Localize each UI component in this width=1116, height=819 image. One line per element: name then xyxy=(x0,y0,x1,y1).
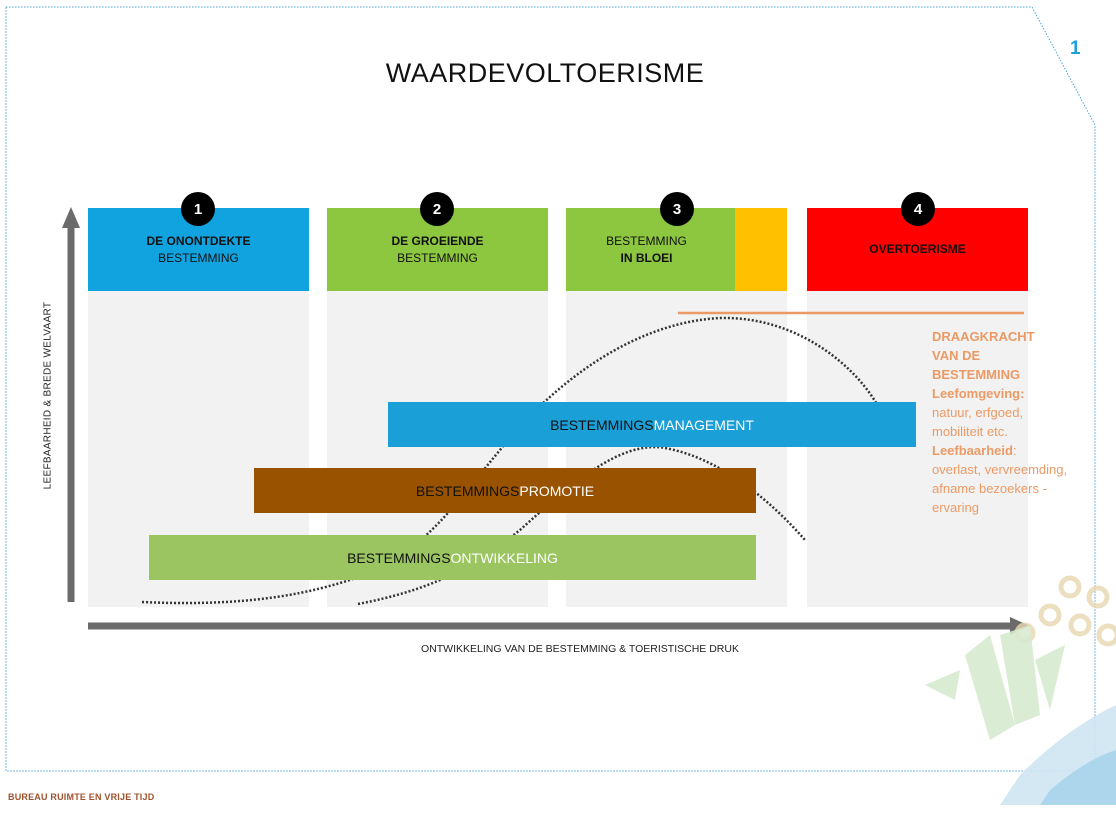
page-number: 1 xyxy=(1070,38,1081,59)
stage-1-number-badge: 1 xyxy=(181,192,215,226)
development-suffix: ONTWIKKELING xyxy=(450,549,558,566)
footer-organisation: BUREAU RUIMTE EN VRIJE TIJD xyxy=(8,792,155,802)
stage-2-title: DE GROEIENDE xyxy=(391,233,484,248)
x-axis-label: ONTWIKKELING VAN DE BESTEMMING & TOERIST… xyxy=(421,643,739,655)
y-arrow-head xyxy=(62,207,80,228)
capacity-description: DRAAGKRACHT VAN DE BESTEMMING Leefomgevi… xyxy=(932,327,1082,517)
stage-3-accent xyxy=(735,208,787,291)
living-environment-label: Leefomgeving: xyxy=(932,386,1025,401)
stage-3-number-badge: 3 xyxy=(660,192,694,226)
stage-2-number-badge: 2 xyxy=(420,192,454,226)
living-environment-text: natuur, erfgoed, mobiliteit etc. xyxy=(932,405,1024,439)
stage-2-header: DE GROEIENDE BESTEMMING xyxy=(327,208,548,291)
stage-2-subtitle: BESTEMMING xyxy=(397,250,478,265)
promotion-prefix: BESTEMMINGS xyxy=(415,482,520,499)
stage-1-title: DE ONONTDEKTE xyxy=(146,233,251,248)
development-prefix: BESTEMMINGS xyxy=(347,549,451,566)
development-curve-main xyxy=(141,316,882,605)
stage-4-number-badge: 4 xyxy=(901,192,935,226)
liveability-text: overlast, vervreemding, afname bezoekers… xyxy=(932,462,1068,515)
management-prefix: BESTEMMINGS xyxy=(550,416,654,433)
liveability-colon: : xyxy=(1012,443,1017,458)
liveability-label: Leefbaarheid xyxy=(932,443,1013,458)
promotion-suffix: PROMOTIE xyxy=(519,482,595,499)
stage-3-title: BESTEMMING xyxy=(606,233,687,248)
stage-3-subtitle: IN BLOEI xyxy=(620,250,673,265)
y-axis-label: LEEFBAARHEID & BREDE WELVAART xyxy=(42,301,54,490)
stage-4-title: OVERTOERISME xyxy=(869,242,966,256)
stage-1-subtitle: BESTEMMING xyxy=(158,250,239,265)
management-suffix: MANAGEMENT xyxy=(653,416,754,433)
capacity-heading: DRAAGKRACHT VAN DE BESTEMMING xyxy=(932,329,1035,382)
abstract-swoosh-logo-icon xyxy=(925,575,1116,805)
slide-title: WAARDEVOLTOERISME xyxy=(385,58,705,88)
